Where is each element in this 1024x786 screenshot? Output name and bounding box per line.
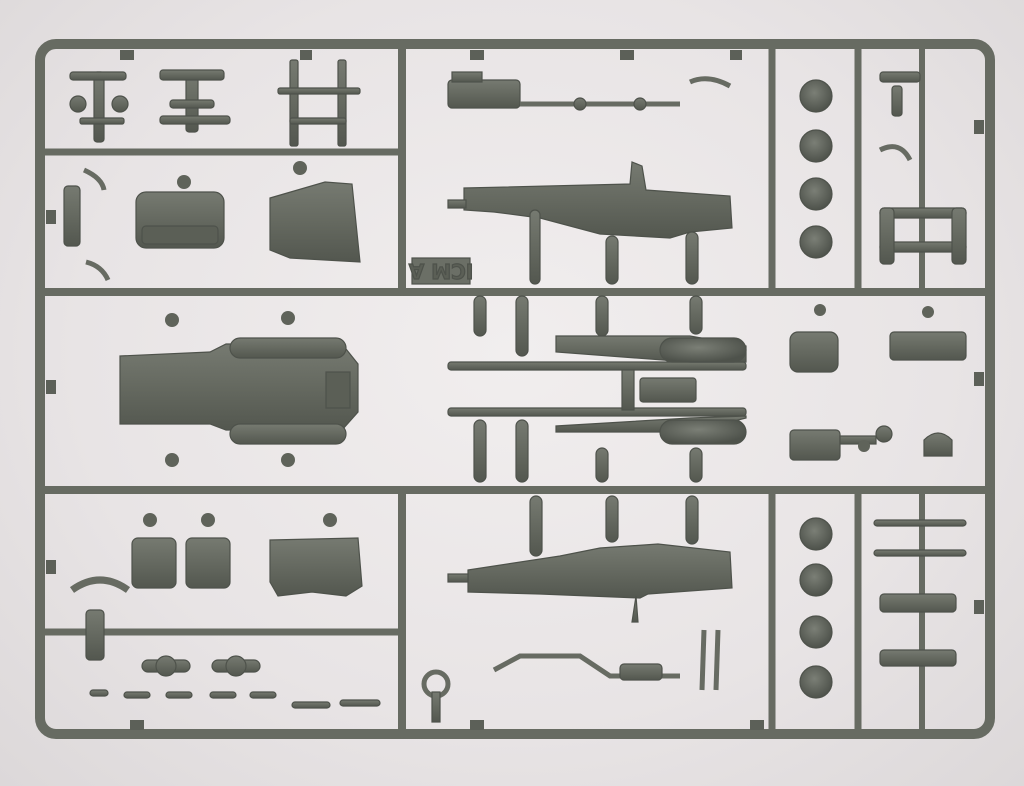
spring-bracket-part	[878, 71, 921, 162]
steering-column-part	[69, 576, 131, 661]
gate-knobs	[143, 161, 934, 527]
steering-wheel-part	[421, 669, 451, 723]
bench-seat-part	[269, 537, 363, 597]
lever-parts	[89, 689, 381, 709]
wheel-part-4	[799, 225, 833, 259]
body-side-upper-part	[447, 161, 733, 239]
small-bracket-part	[923, 432, 953, 457]
muffler-part	[619, 663, 663, 681]
wheel-part-2	[799, 129, 833, 163]
axle-housing-part	[141, 655, 261, 677]
wheel-part-7	[799, 615, 833, 649]
gearbox-part	[789, 425, 893, 461]
engine-block-part	[447, 71, 732, 111]
lower-gates	[473, 419, 703, 557]
wheel-part-6	[799, 563, 833, 597]
rear-seat-part	[135, 191, 225, 249]
battery-box-part	[889, 331, 967, 361]
side-bracket-part	[63, 167, 111, 282]
linkage-parts	[873, 519, 967, 667]
icm-logo-tag: ICM A	[408, 257, 474, 285]
body-side-lower-part	[447, 543, 733, 623]
engine-cowl-part	[269, 181, 361, 263]
axle-bracket-part	[159, 69, 231, 133]
pedal-assembly-part	[69, 71, 129, 143]
frame-ladder-part	[277, 59, 361, 147]
logo-tag-text: ICM A	[408, 259, 473, 283]
wheel-part-5	[799, 517, 833, 551]
front-seat-right-part	[185, 537, 231, 589]
chassis-frame-part	[447, 335, 747, 445]
gate-connectors	[473, 209, 703, 357]
front-seat-left-part	[131, 537, 177, 589]
exhaust-pipe-part	[492, 629, 721, 691]
tank-part	[789, 331, 839, 373]
sprue-tabs	[46, 50, 984, 730]
wheel-part-8	[799, 665, 833, 699]
wheel-part-1	[799, 79, 833, 113]
wheel-part-3	[799, 177, 833, 211]
floor-pan-part	[119, 337, 359, 445]
leaf-spring-part	[879, 207, 967, 265]
